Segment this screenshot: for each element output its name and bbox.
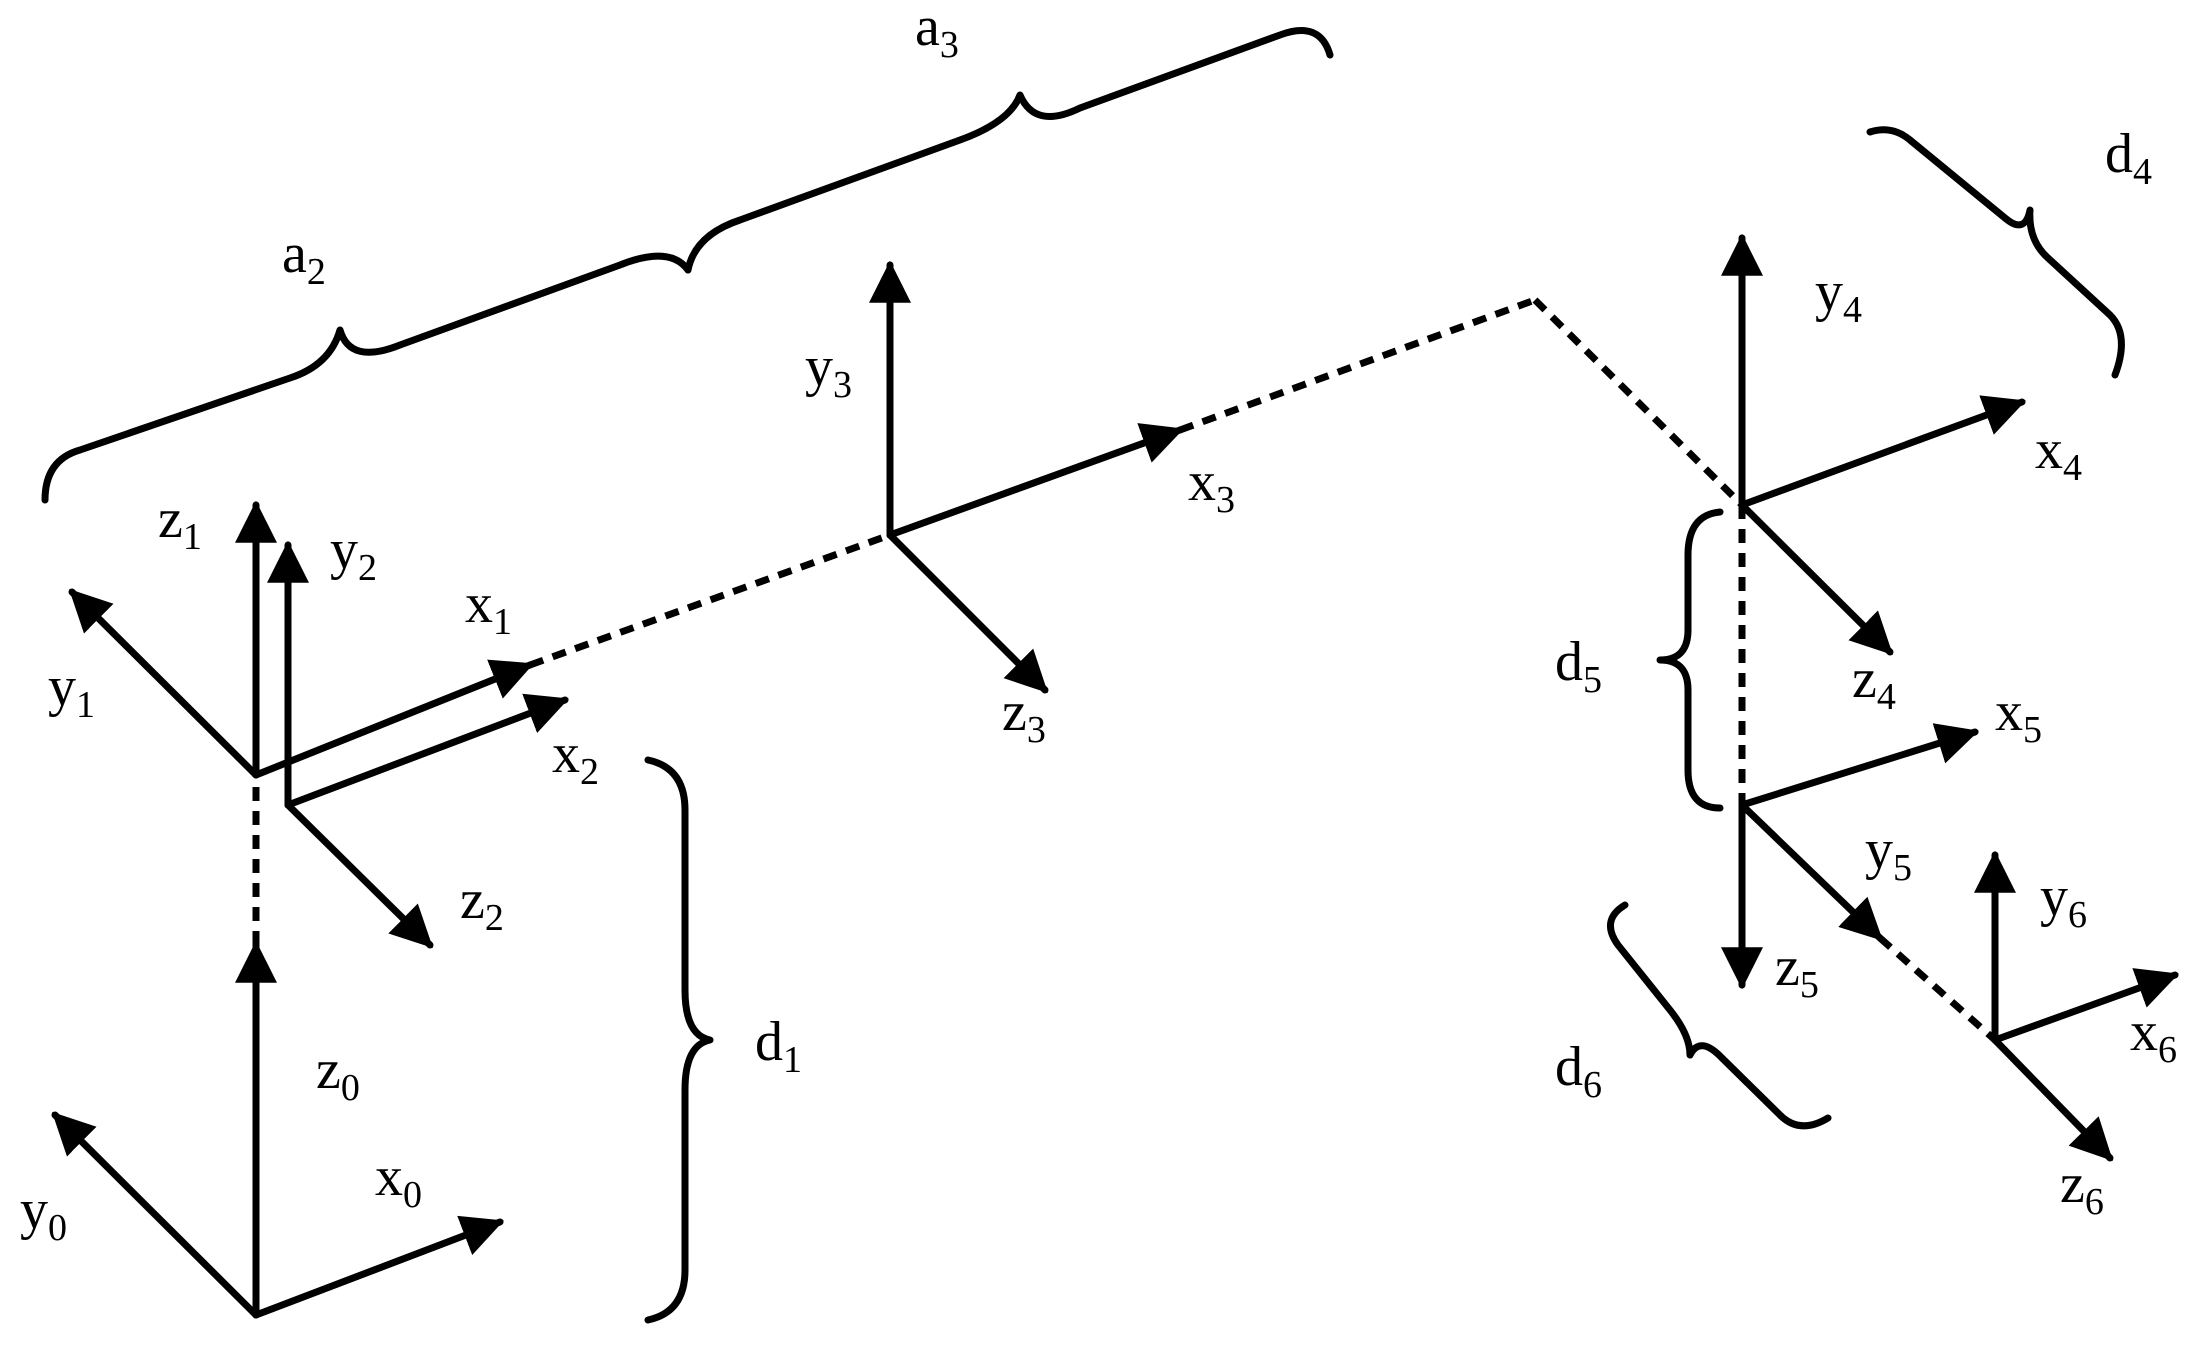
x6-label: x6 bbox=[2130, 1001, 2177, 1071]
d5-label: d5 bbox=[1555, 631, 1602, 701]
d1-label: d1 bbox=[755, 1011, 802, 1081]
x1-axis-arrow bbox=[252, 659, 534, 779]
d5-brace bbox=[1656, 508, 1724, 812]
frame-0: z0 y0 x0 bbox=[20, 940, 504, 1319]
link-frame3-elbow bbox=[1178, 296, 1537, 434]
x4-label: x4 bbox=[2035, 419, 2082, 489]
frame-3: y3 x3 z3 bbox=[805, 260, 1235, 751]
y2-label: y2 bbox=[330, 519, 377, 589]
link-frame5-frame6 bbox=[1877, 935, 1998, 1043]
x0-label: x0 bbox=[375, 1146, 422, 1216]
z2-label: z2 bbox=[460, 869, 504, 939]
x1-label: x1 bbox=[465, 573, 512, 643]
y5-label: y5 bbox=[1865, 819, 1912, 889]
y5-axis-arrow bbox=[1738, 801, 1884, 942]
x5-axis-arrow bbox=[1738, 723, 1980, 809]
links bbox=[252, 296, 1998, 1043]
x3-axis-arrow bbox=[886, 423, 1184, 539]
z3-axis-arrow bbox=[886, 531, 1049, 694]
z4-label: z4 bbox=[1852, 648, 1896, 718]
x3-label: x3 bbox=[1188, 451, 1235, 521]
x2-label: x2 bbox=[552, 723, 599, 793]
y0-label: y0 bbox=[20, 1179, 67, 1249]
y0-axis-arrow bbox=[51, 1111, 260, 1319]
frame-6: y6 x6 z6 bbox=[1974, 850, 2179, 1223]
y4-label: y4 bbox=[1815, 261, 1862, 331]
frame-1: z1 y1 x1 bbox=[48, 488, 534, 779]
z4-axis-arrow bbox=[1738, 501, 1894, 656]
frame-2: y2 x2 z2 bbox=[267, 519, 599, 949]
z6-label: z6 bbox=[2060, 1153, 2104, 1223]
d1-brace bbox=[644, 756, 714, 1324]
x0-axis-arrow bbox=[252, 1215, 504, 1319]
y1-axis-arrow bbox=[68, 588, 260, 779]
x6-axis-arrow bbox=[1991, 968, 2179, 1044]
z1-label: z1 bbox=[158, 488, 202, 558]
d6-label: d6 bbox=[1555, 1036, 1602, 1106]
z6-axis-arrow bbox=[1991, 1036, 2114, 1162]
y1-label: y1 bbox=[48, 656, 95, 726]
dimension-braces: a2 a3 d1 d4 d5 d6 bbox=[41, 0, 2152, 1324]
a3-brace bbox=[684, 27, 1334, 274]
a3-label: a3 bbox=[915, 0, 959, 66]
z5-label: z5 bbox=[1775, 936, 1819, 1006]
z0-label: z0 bbox=[316, 1039, 360, 1109]
link-elbow-frame4 bbox=[1532, 297, 1745, 508]
d4-label: d4 bbox=[2105, 123, 2152, 193]
x5-label: x5 bbox=[1995, 681, 2042, 751]
y3-label: y3 bbox=[805, 336, 852, 406]
z2-axis-arrow bbox=[284, 801, 434, 949]
frame-5: x5 z5 y5 bbox=[1721, 681, 2042, 1006]
d4-brace bbox=[1866, 126, 2125, 379]
link-frame1-frame3 bbox=[528, 531, 892, 669]
x2-axis-arrow bbox=[284, 693, 569, 809]
y6-label: y6 bbox=[2040, 866, 2087, 936]
z3-label: z3 bbox=[1002, 681, 1046, 751]
x4-axis-arrow bbox=[1738, 395, 2026, 509]
frame-4: y4 x4 z4 bbox=[1721, 233, 2082, 718]
a2-label: a2 bbox=[282, 223, 326, 293]
a2-brace bbox=[41, 252, 692, 504]
d6-brace bbox=[1607, 901, 1832, 1130]
